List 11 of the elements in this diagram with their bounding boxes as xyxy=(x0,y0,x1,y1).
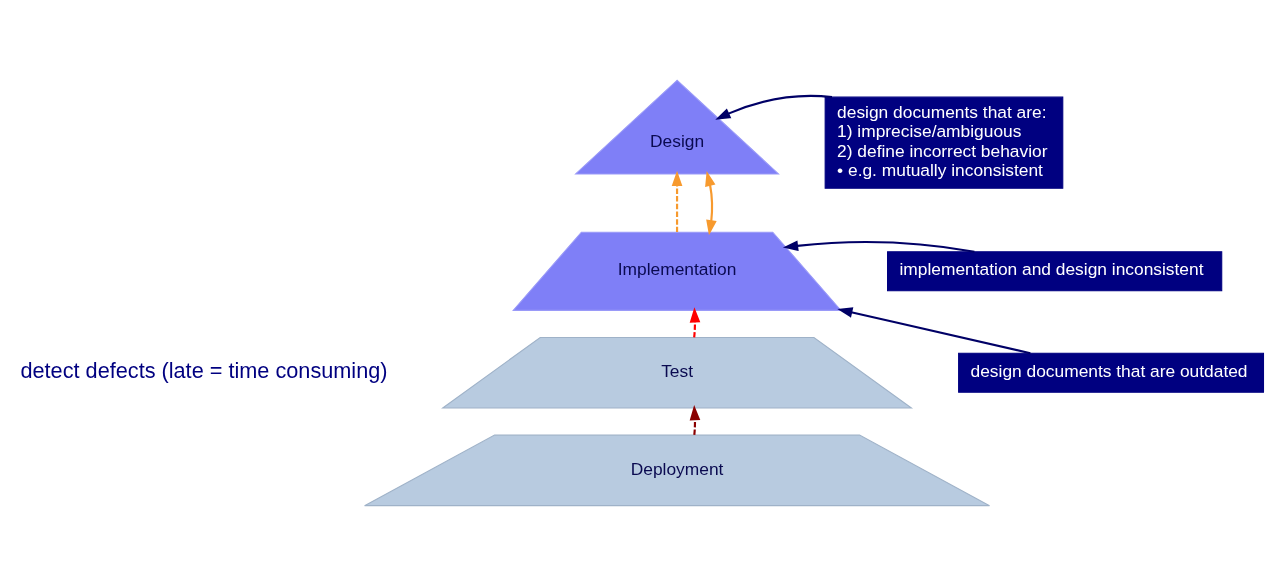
arrow xyxy=(715,94,833,120)
arrow xyxy=(671,170,683,232)
arrow xyxy=(689,404,701,435)
arrow xyxy=(837,306,1031,354)
label: detect defects (late = time consuming) xyxy=(20,357,388,383)
node-box: design documents that are: 1) imprecise/ambiguous 2) define incorrect behavior • e.g. mutually inconsistent xyxy=(824,96,1064,189)
node-box: implementation and design inconsistent xyxy=(887,250,1223,291)
arrow xyxy=(782,240,975,253)
arrow xyxy=(689,306,701,337)
node-box: design documents that are outdated xyxy=(958,352,1265,393)
arrow xyxy=(705,170,717,235)
